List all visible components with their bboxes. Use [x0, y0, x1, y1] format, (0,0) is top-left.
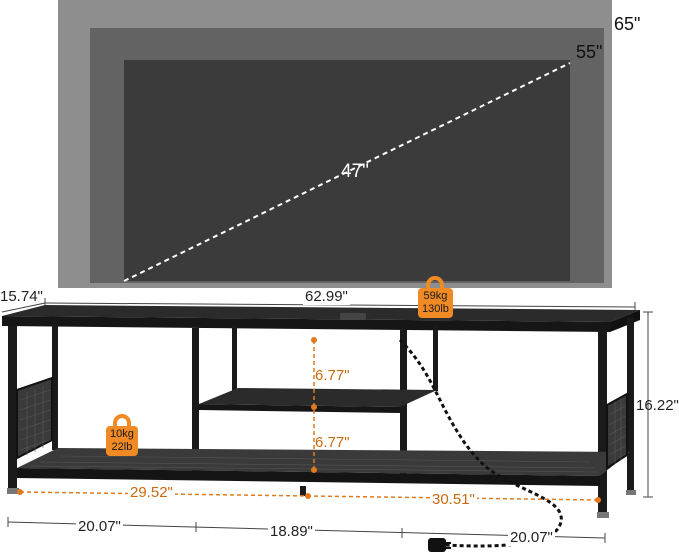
top-load-value: 59kg 130lb [418, 288, 453, 318]
leg-front-left [8, 326, 17, 491]
bottom-right-inner-label: 30.51" [430, 491, 477, 508]
leg-back-left [52, 320, 58, 450]
leg-back-right [627, 318, 634, 493]
base-left-label: 20.07" [76, 518, 123, 535]
mesh-panel-right [606, 392, 628, 470]
width-label: 62.99" [303, 288, 350, 305]
tv-diagonal-line [123, 62, 571, 282]
mesh-panel-left [16, 376, 53, 460]
weight-icon [112, 414, 131, 428]
stand-top-front [2, 316, 610, 332]
height-label: 16.22" [636, 397, 679, 414]
bottom-left-inner-label: 29.52" [128, 484, 175, 501]
depth-label: 15.74" [0, 288, 43, 305]
tv-size-65-label: 65" [614, 14, 641, 34]
tv-size-55-label: 55" [576, 42, 603, 62]
middle-shelf [199, 388, 437, 407]
width-dim-line [44, 302, 636, 308]
bottom-load-value: 10kg 22lb [106, 426, 138, 456]
weight-icon [426, 276, 445, 290]
base-right-label: 20.07" [508, 529, 555, 546]
bottom-load-badge: 10kg 22lb [106, 414, 138, 456]
stand-top-surface [2, 305, 640, 322]
shelf-upper-gap-label: 6.77" [315, 367, 350, 384]
bottom-shelf-mesh [17, 448, 630, 476]
base-middle-label: 18.89" [268, 523, 315, 540]
power-cord [398, 338, 563, 548]
divider-left [192, 328, 199, 476]
power-outlet [340, 313, 366, 320]
power-plug-icon [428, 538, 451, 552]
depth-dim-line [1, 302, 46, 313]
leg-front-right [598, 330, 607, 513]
top-load-badge: 59kg 130lb [418, 276, 453, 318]
tv-size-47-label: 47" [341, 161, 369, 182]
shelf-lower-gap-label: 6.77" [315, 434, 350, 451]
